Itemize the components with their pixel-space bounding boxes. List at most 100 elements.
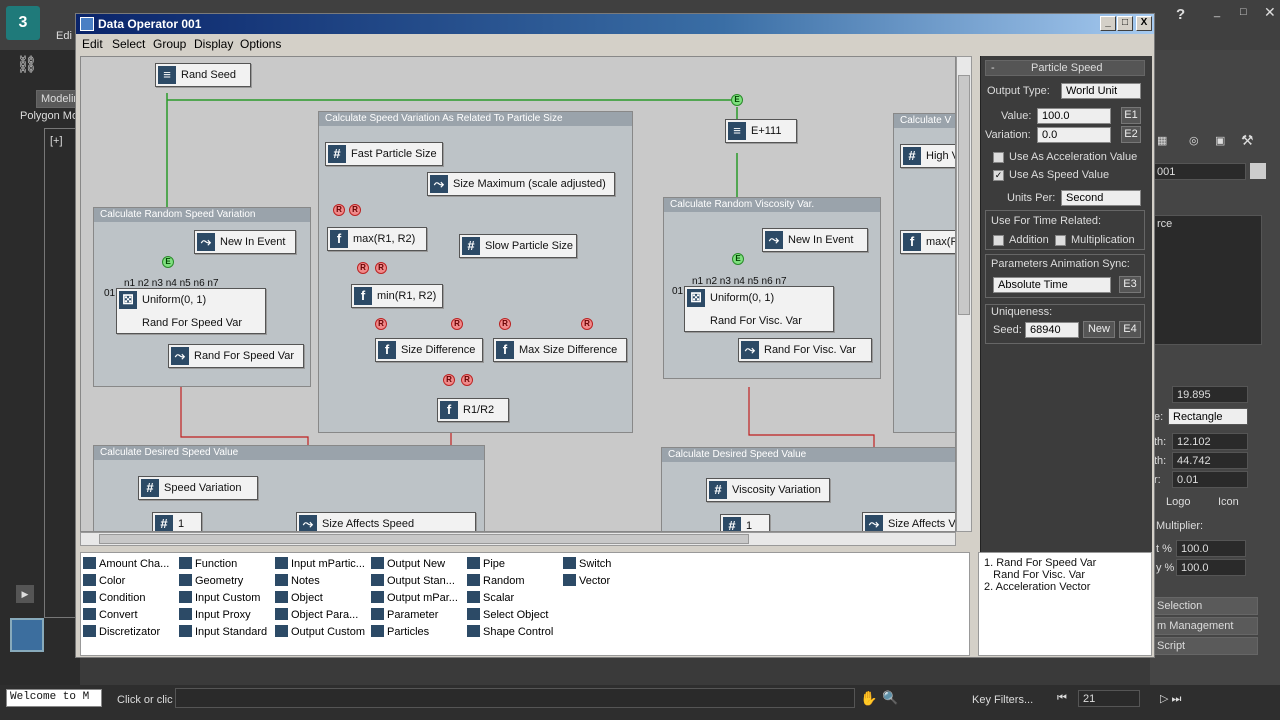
seed-field[interactable]: 68940 <box>1025 322 1079 338</box>
viewport-label[interactable]: [+] <box>50 135 63 147</box>
key-filters-button[interactable]: Key Filters... <box>972 694 1034 706</box>
polygon-modeling-tab[interactable]: Polygon Mo <box>20 110 79 122</box>
depot-random[interactable]: Random <box>467 574 525 587</box>
node-min-r1-r2[interactable]: f min(R1, R2) <box>351 284 443 308</box>
node-rand-seed[interactable]: ≡ Rand Seed <box>155 63 251 87</box>
pan-icon[interactable]: ✋ <box>860 690 878 706</box>
pin-r[interactable]: R <box>333 204 345 216</box>
hierarchy-icon[interactable]: ▦ <box>1157 135 1168 147</box>
selection-rollout[interactable]: Selection <box>1152 597 1258 615</box>
node-constant-1[interactable]: # 1 <box>720 514 770 531</box>
node-size-difference[interactable]: f Size Difference <box>375 338 483 362</box>
depot-discretizator[interactable]: Discretizator <box>83 625 160 638</box>
depot-object-params[interactable]: Object Para... <box>275 608 358 621</box>
pin-r[interactable]: R <box>451 318 463 330</box>
mult-2-field[interactable]: 100.0 <box>1176 559 1246 576</box>
depot-output-new[interactable]: Output New <box>371 557 445 570</box>
pin-r[interactable]: R <box>443 374 455 386</box>
shape-dropdown[interactable]: Rectangle <box>1168 408 1248 425</box>
event-pin[interactable]: E <box>732 253 744 265</box>
modifier-list[interactable]: rce <box>1152 215 1262 345</box>
radius-field[interactable]: 0.01 <box>1172 471 1248 488</box>
node-max-r-partial[interactable]: f max(R <box>900 230 955 254</box>
node-uniform[interactable]: ⚄ Uniform(0, 1) Rand For Visc. Var <box>684 286 834 332</box>
depot-input-mparticles[interactable]: Input mPartic... <box>275 557 365 570</box>
pin-r[interactable]: R <box>375 262 387 274</box>
play-controls-icon[interactable]: ▷ ⏭ <box>1160 693 1182 705</box>
addition-checkbox[interactable] <box>993 235 1004 246</box>
node-constant-1[interactable]: # 1 <box>152 512 202 531</box>
help-icon[interactable]: ? <box>1176 6 1186 23</box>
rollout-header[interactable] <box>985 60 1145 76</box>
group-random-viscosity-var[interactable]: Calculate Random Viscosity Var. E ⤳ New … <box>663 197 881 379</box>
horizontal-scrollbar[interactable] <box>80 532 956 546</box>
multiplication-checkbox[interactable] <box>1055 235 1066 246</box>
depot-output-standard[interactable]: Output Stan... <box>371 574 455 587</box>
frame-field[interactable]: 21 <box>1078 690 1140 707</box>
maxscript-listener[interactable]: Welcome to M <box>6 689 102 707</box>
menu-select[interactable]: Select <box>112 37 146 51</box>
depot-object[interactable]: Object <box>275 591 323 604</box>
length-field[interactable]: 12.102 <box>1172 433 1248 450</box>
group-calculate-v[interactable]: Calculate V # High V f max(R <box>893 113 955 433</box>
depot-select-object[interactable]: Select Object <box>467 608 548 621</box>
pin-r[interactable]: R <box>349 204 361 216</box>
motion-icon[interactable]: ◎ <box>1189 135 1199 147</box>
node-e111[interactable]: ≡ E+111 <box>725 119 797 143</box>
depot-shape-control[interactable]: Shape Control <box>467 625 553 638</box>
e2-button[interactable]: E2 <box>1121 126 1141 143</box>
width-field[interactable]: 44.742 <box>1172 452 1248 469</box>
pin-r[interactable]: R <box>375 318 387 330</box>
minimize-max-button[interactable]: _ <box>1214 6 1221 18</box>
management-rollout[interactable]: m Management <box>1152 617 1258 635</box>
depot-input-proxy[interactable]: Input Proxy <box>179 608 251 621</box>
menu-group[interactable]: Group <box>153 37 187 51</box>
viewport-thumbnail[interactable] <box>10 618 44 652</box>
event-pin[interactable]: E <box>162 256 174 268</box>
group-desired-speed-value[interactable]: Calculate Desired Speed Value # Speed Va… <box>93 445 485 531</box>
depot-color[interactable]: Color <box>83 574 125 587</box>
depot-output-custom[interactable]: Output Custom <box>275 625 365 638</box>
node-viscosity-variation[interactable]: # Viscosity Variation <box>706 478 830 502</box>
depot-condition[interactable]: Condition <box>83 591 145 604</box>
depot-vector[interactable]: Vector <box>563 574 610 587</box>
e4-button[interactable]: E4 <box>1119 321 1141 338</box>
variation-spinner[interactable]: 0.0 <box>1037 127 1111 143</box>
depot-output-mparticles[interactable]: Output mPar... <box>371 591 458 604</box>
depot-input-standard[interactable]: Input Standard <box>179 625 267 638</box>
group-desired-speed-value-2[interactable]: Calculate Desired Speed Value # Viscosit… <box>661 447 955 531</box>
depot-convert[interactable]: Convert <box>83 608 138 621</box>
node-max-size-difference[interactable]: f Max Size Difference <box>493 338 627 362</box>
object-color-swatch[interactable] <box>1250 163 1266 179</box>
e3-button[interactable]: E3 <box>1119 276 1141 293</box>
group-speed-variation-particle-size[interactable]: Calculate Speed Variation As Related To … <box>318 111 633 433</box>
window-titlebar[interactable]: Data Operator 001 <box>76 14 1154 34</box>
edit-menu-partial[interactable]: Edi <box>56 30 72 42</box>
node-size-affects-v[interactable]: ⤳ Size Affects V <box>862 512 955 531</box>
speed-checkbox[interactable]: ✓ <box>993 170 1004 181</box>
operator-graph-canvas[interactable]: ≡ Rand Seed Calculate Random Speed Varia… <box>80 56 956 532</box>
output-type-dropdown[interactable]: World Unit <box>1061 83 1141 99</box>
node-new-in-event[interactable]: ⤳ New In Event <box>762 228 868 252</box>
value-spinner[interactable]: 100.0 <box>1037 108 1111 124</box>
pin-r[interactable]: R <box>357 262 369 274</box>
play-icon[interactable]: ▶ <box>16 585 34 603</box>
zoom-icon[interactable]: 🔍 <box>882 690 899 705</box>
anim-sync-dropdown[interactable]: Absolute Time <box>993 277 1111 293</box>
depot-geometry[interactable]: Geometry <box>179 574 243 587</box>
minimize-button[interactable]: _ <box>1100 16 1116 31</box>
script-rollout[interactable]: Script <box>1152 637 1258 655</box>
restore-max-button[interactable]: □ <box>1240 6 1247 18</box>
viewport[interactable] <box>44 128 78 618</box>
maximize-button[interactable]: □ <box>1117 16 1133 31</box>
node-speed-variation[interactable]: # Speed Variation <box>138 476 258 500</box>
depot-switch[interactable]: Switch <box>563 557 611 570</box>
event-pin[interactable]: E <box>731 94 743 106</box>
node-rand-for-speed-var[interactable]: ⤳ Rand For Speed Var <box>168 344 304 368</box>
new-seed-button[interactable]: New <box>1083 321 1115 338</box>
depot-parameter[interactable]: Parameter <box>371 608 438 621</box>
node-new-in-event[interactable]: ⤳ New In Event <box>194 230 296 254</box>
vertical-scrollbar[interactable] <box>956 56 972 532</box>
node-max-r1-r2[interactable]: f max(R1, R2) <box>327 227 427 251</box>
mult-1-field[interactable]: 100.0 <box>1176 540 1246 557</box>
